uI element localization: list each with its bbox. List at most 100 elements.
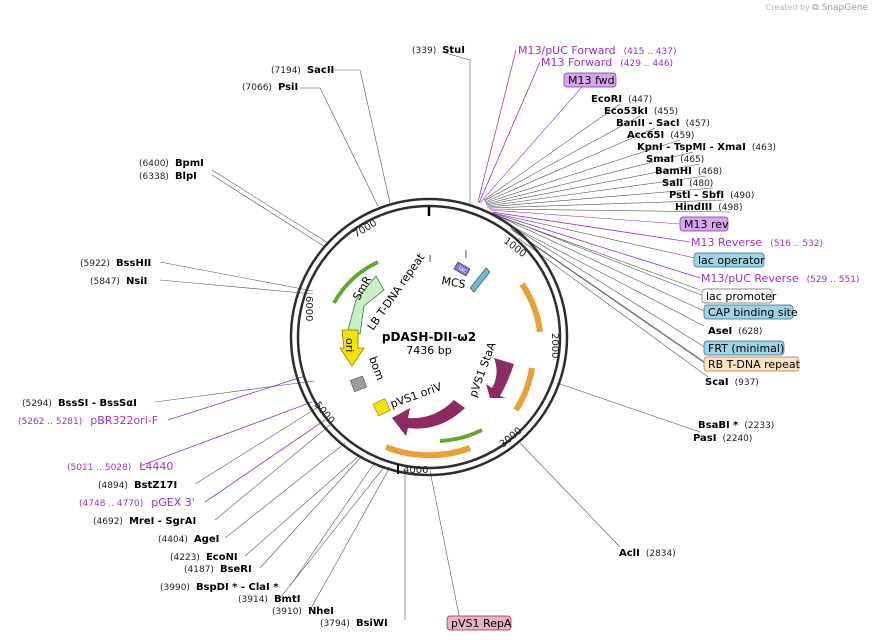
acli-name: AclI <box>619 548 640 559</box>
smr-feature <box>347 275 385 335</box>
svg-text:(3990)BspDI * - ClaI *: (3990)BspDI * - ClaI * <box>160 582 279 593</box>
snapgene-logo: ⧉ SnapGene <box>812 3 868 13</box>
psti-pos: (490) <box>730 191 754 201</box>
svg-text:EcoRI(447): EcoRI (447) <box>591 94 652 105</box>
bsssi-name: BssSI - BssSαI <box>58 398 137 409</box>
svg-text:(4748 .. 4770)pGEX 3': (4748 .. 4770)pGEX 3' <box>79 496 195 509</box>
tick-6000: 6000 <box>303 296 314 321</box>
eco53ki-name: Eco53kI <box>604 106 648 117</box>
svg-text:HindIII(498): HindIII (498) <box>675 202 742 213</box>
primer-l4440-pos: (5011 .. 5028) <box>67 463 131 473</box>
ecori-name: EcoRI <box>591 94 622 105</box>
lac-promoter-label: lac promoter <box>706 290 777 303</box>
rb-tdna-label: RB T-DNA repeat <box>708 358 801 371</box>
cap-binding-label: CAP binding site <box>708 306 798 319</box>
primer-m13puc-rev-name: M13/pUC Reverse <box>701 272 799 285</box>
sali-pos: (480) <box>689 179 713 189</box>
sacii-name: SacII <box>307 65 334 76</box>
staa-feature <box>486 358 514 398</box>
lac-feature <box>469 267 491 293</box>
tick-2000: 2000 <box>549 333 560 358</box>
credit-prefix: Created by <box>765 3 810 12</box>
svg-text:SmaI(465): SmaI (465) <box>646 154 704 165</box>
svg-text:M13 Forward(429 .. 446): M13 Forward(429 .. 446) <box>541 56 673 69</box>
tick-5000: 5000 <box>312 400 337 427</box>
leader-lines <box>154 51 731 621</box>
nsii-name: NsiI <box>126 276 147 287</box>
nhei-pos: (3910) <box>272 607 302 617</box>
primer-m13puc-rev-pos: (529 .. 551) <box>807 275 860 285</box>
svg-text:(4187)BseRI: (4187)BseRI <box>184 564 252 575</box>
oriv-feature <box>372 398 391 417</box>
psti-name: PstI - SbfI <box>669 190 724 201</box>
plasmid-length: 7436 bp <box>406 344 451 357</box>
stui-pos: (339) <box>412 46 436 56</box>
primer-m13puc-fwd-pos: (415 .. 437) <box>624 47 677 57</box>
scai-name: ScaI <box>705 377 729 388</box>
svg-text:(5847)NsiI: (5847)NsiI <box>90 276 147 287</box>
bstz17i-name: BstZ17I <box>134 480 177 491</box>
smai-pos: (465) <box>680 155 704 165</box>
feature-arc-orange-2 <box>513 367 535 412</box>
banii-name: BanII - SacI <box>616 118 680 129</box>
bsiwi-name: BsiWI <box>356 618 388 629</box>
mcs-label: MCS <box>440 274 466 291</box>
pasi-name: PasI <box>693 433 716 444</box>
svg-text:(4404)AgeI: (4404)AgeI <box>158 534 219 545</box>
hindiii-pos: (498) <box>718 203 742 213</box>
lac-promoter-box <box>701 288 773 304</box>
smai-name: SmaI <box>646 154 674 165</box>
svg-text:KpnI - TspMI - XmaI(463): KpnI - TspMI - XmaI (463) <box>637 142 776 153</box>
frt-box <box>703 340 785 356</box>
ecori-pos: (447) <box>628 95 652 105</box>
kpni-pos: (463) <box>752 143 776 153</box>
m13-rev-label: M13 rev <box>684 218 729 231</box>
primer-l4440-name: L4440 <box>139 460 173 473</box>
m13-fwd-box <box>563 72 617 88</box>
acc65i-pos: (459) <box>670 131 694 141</box>
repa-feature <box>392 400 465 436</box>
primer-m13puc-fwd-name: M13/pUC Forward <box>518 44 616 57</box>
bmti-name: BmtI <box>274 594 301 605</box>
rb-tdna-box <box>703 356 800 372</box>
primer-lines <box>139 49 701 503</box>
ori-label: ori <box>343 338 356 352</box>
svg-text:(4692)MreI - SgrAI: (4692)MreI - SgrAI <box>93 516 196 527</box>
bpmi-name: BpmI <box>175 158 204 169</box>
mcs-feature <box>453 261 471 277</box>
svg-text:PstI - SbfI(490): PstI - SbfI (490) <box>669 190 754 201</box>
banii-pos: (457) <box>686 119 710 129</box>
agei-pos: (4404) <box>158 535 188 545</box>
psii-pos: (7066) <box>242 83 272 93</box>
primer-m13-fwd-name: M13 Forward <box>541 56 612 69</box>
m13-fwd-label: M13 fwd <box>568 74 615 87</box>
svg-text:AseI(628): AseI(628) <box>708 326 762 337</box>
stui-name: StuI <box>442 45 465 56</box>
credit: Created by ⧉ SnapGene <box>766 3 868 13</box>
svg-text:M13/pUC Reverse(529 .. 551): M13/pUC Reverse (529 .. 551) <box>701 272 859 285</box>
primer-pgex-name: pGEX 3' <box>151 496 195 509</box>
bsssi-pos: (5294) <box>22 399 52 409</box>
bspdi-pos: (3990) <box>160 583 190 593</box>
kpni-name: KpnI - TspMI - XmaI <box>637 142 746 153</box>
svg-text:BanII - SacI(457): BanII - SacI (457) <box>616 118 710 129</box>
bom-label: bom <box>366 355 387 382</box>
hindiii-name: HindIII <box>675 202 712 213</box>
bsshii-pos: (5922) <box>80 259 110 269</box>
feature-arc-orange-1 <box>519 282 543 333</box>
bseri-pos: (4187) <box>184 565 214 575</box>
pasi-pos: (2240) <box>722 434 752 444</box>
svg-text:(5262 .. 5281)pBR322ori-F: (5262 .. 5281)pBR322ori-F <box>18 414 158 427</box>
bamhi-pos: (468) <box>698 167 722 177</box>
econi-name: EcoNI <box>206 552 238 563</box>
primer-m13-rev-pos: (516 .. 532) <box>770 239 823 249</box>
backbone-outer <box>289 197 569 477</box>
primer-m13-rev-name: M13 Reverse <box>691 236 762 249</box>
svg-text:(339)StuI: (339) StuI <box>412 45 465 56</box>
frt-label: FRT (minimal) <box>708 342 784 355</box>
pvs1-repa-box <box>446 615 512 631</box>
svg-text:(7066)PsiI: (7066)PsiI <box>242 82 298 93</box>
svg-text:(6400)BpmI: (6400)BpmI <box>139 158 204 169</box>
cap-binding-box <box>703 304 794 320</box>
